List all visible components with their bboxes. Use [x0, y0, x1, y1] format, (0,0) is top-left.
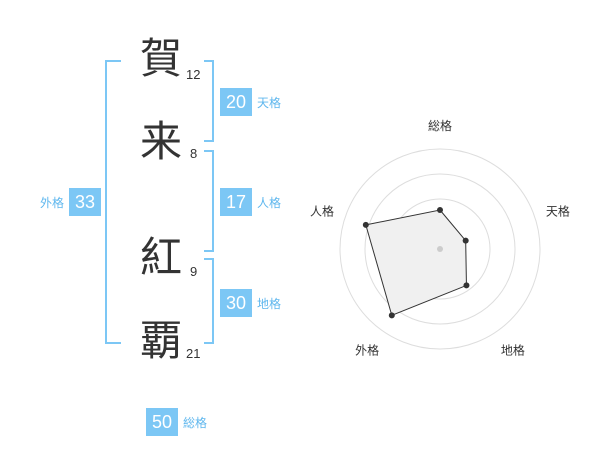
gaikaku-value: 33 — [69, 188, 102, 216]
radar-point — [463, 282, 470, 289]
chikaku-badge: 30 地格 — [220, 289, 281, 317]
radar-axis-label: 天格 — [546, 204, 570, 219]
jinkaku-bracket — [204, 150, 214, 252]
tenkaku-label: 天格 — [257, 95, 282, 110]
soukaku-label: 総格 — [183, 415, 208, 430]
radar-area — [365, 209, 467, 317]
tenkaku-bracket — [204, 60, 214, 142]
gaikaku-badge: 33 外格 — [40, 188, 102, 216]
jinkaku-label: 人格 — [257, 195, 282, 210]
stroke-count-2: 8 — [190, 146, 198, 161]
radar-center-dot — [437, 246, 443, 252]
chikaku-bracket — [204, 258, 214, 344]
jinkaku-value: 17 — [220, 188, 252, 216]
radar-point — [388, 312, 395, 319]
radar-point — [437, 207, 443, 213]
jinkaku-badge: 17 人格 — [220, 188, 281, 216]
name-char-3: 紅 — [140, 233, 183, 282]
soukaku-value: 50 — [146, 408, 178, 436]
gaikaku-label: 外格 — [40, 195, 65, 210]
tenkaku-badge: 20 天格 — [220, 88, 281, 116]
radar-point — [362, 221, 369, 228]
radar-ring — [364, 173, 516, 325]
radar-axis-label: 総格 — [428, 118, 452, 133]
name-char-2: 来 — [140, 117, 183, 166]
soukaku-badge: 50 総格 — [146, 408, 207, 436]
radar-axis-label: 外格 — [355, 342, 379, 357]
stroke-count-3: 9 — [190, 264, 198, 279]
radar-point — [462, 237, 469, 244]
chikaku-value: 30 — [220, 289, 252, 317]
radar-axis-label: 地格 — [501, 342, 525, 357]
gaikaku-bracket — [105, 60, 121, 344]
chikaku-label: 地格 — [257, 296, 282, 311]
name-char-1: 賀 — [140, 34, 183, 83]
radar-ring — [339, 148, 541, 350]
radar-axis-label: 人格 — [310, 204, 334, 219]
stroke-count-4: 21 — [186, 346, 201, 361]
name-char-4: 覇 — [140, 316, 183, 365]
stroke-count-1: 12 — [186, 67, 201, 82]
tenkaku-value: 20 — [220, 88, 252, 116]
